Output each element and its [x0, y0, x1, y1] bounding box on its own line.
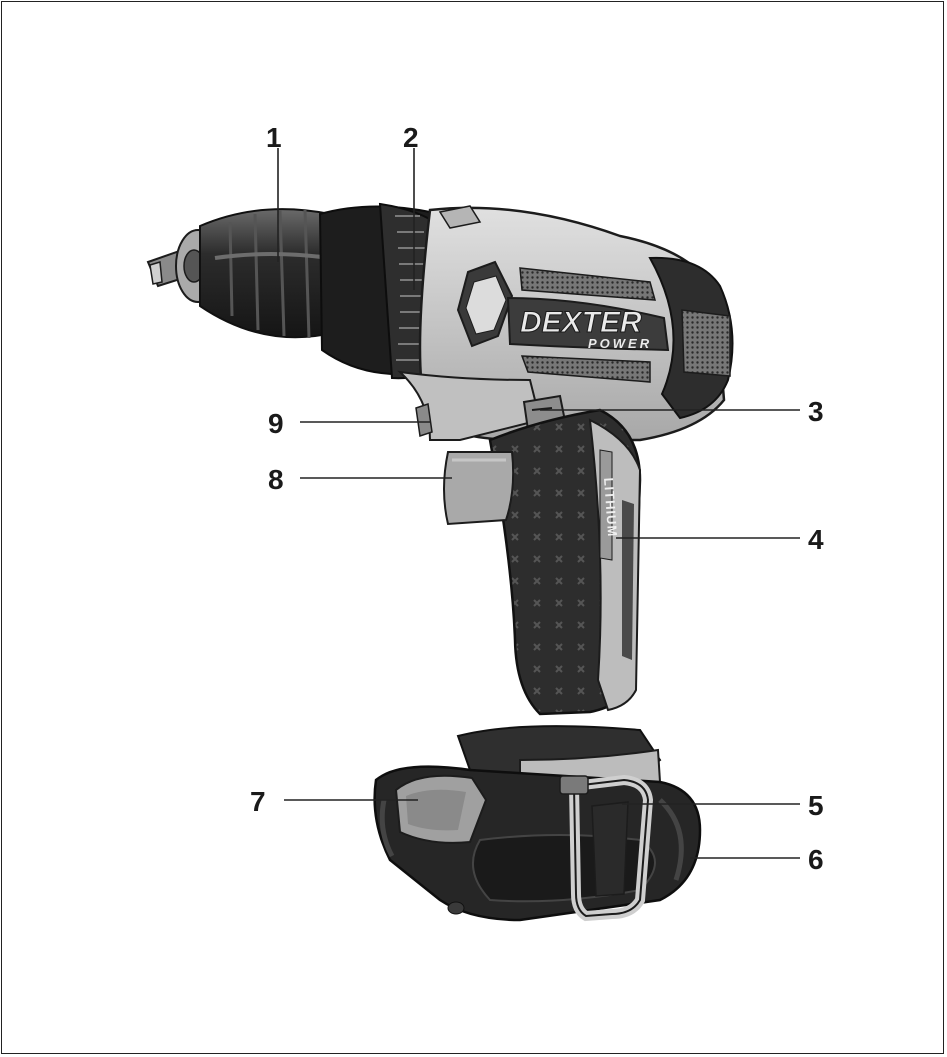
keyless-chuck [175, 208, 338, 339]
brand-logo-text: DEXTER [520, 306, 642, 339]
leader-lines [277, 148, 800, 859]
battery-release-button [394, 774, 488, 844]
callout-5: 5 [808, 790, 824, 821]
callout-4: 4 [808, 524, 824, 555]
trigger [443, 451, 515, 526]
callout-1: 1 [266, 122, 282, 153]
callout-7: 7 [250, 786, 266, 817]
callout-3: 3 [808, 396, 824, 427]
callout-9: 9 [268, 408, 284, 439]
belt-clip [559, 774, 654, 922]
callout-6: 6 [808, 844, 824, 875]
motor-housing [418, 205, 734, 442]
lower-front-housing [397, 370, 542, 441]
brand-logo-subtext: POWER [588, 336, 652, 351]
callout-8: 8 [268, 464, 284, 495]
handle: LITHIUM [488, 408, 642, 716]
lithium-label: LITHIUM [601, 477, 620, 538]
callout-2: 2 [403, 122, 419, 153]
